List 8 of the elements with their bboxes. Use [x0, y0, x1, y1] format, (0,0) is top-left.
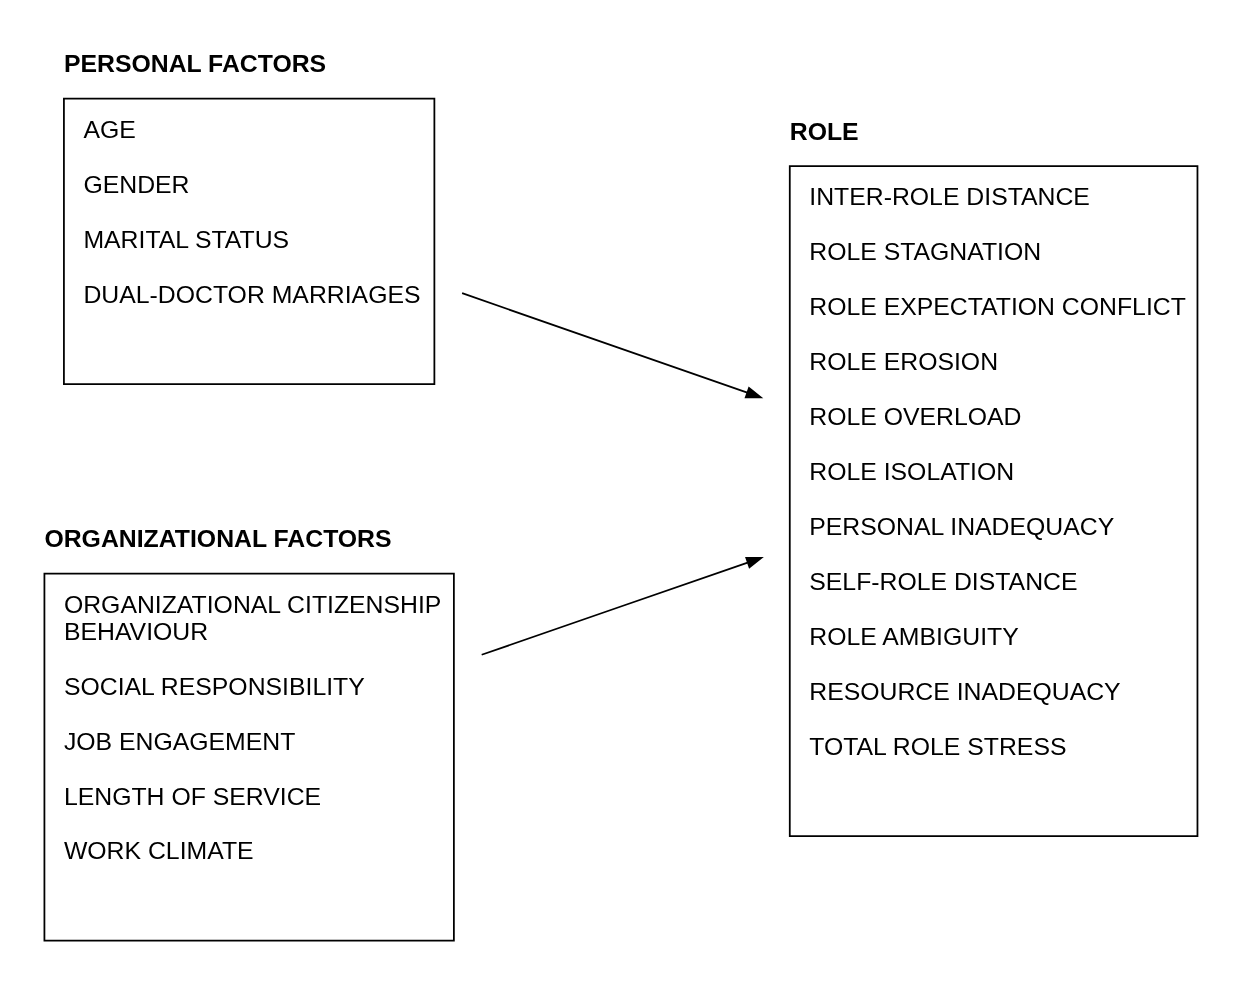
node-box: INTER-ROLE DISTANCE ROLE STAGNATION ROLE EXPECTATION CONFLICT ROLE EROSION ROLE OVERLOAD ROLE ISOLATION PERSONAL INADEQUACY SELF-ROLE DISTANCE ROLE AMBIGUITY RESOURCE INADEQUACY TOTAL ROLE STRESS [788, 165, 1199, 837]
arrow [461, 292, 764, 399]
arrow [480, 556, 764, 656]
node-label: PERSONAL FACTORS [63, 50, 327, 78]
node-label: ORGANIZATIONAL FACTORS [44, 525, 392, 553]
node-label: ROLE [789, 117, 859, 145]
node-box: AGE GENDER MARITAL STATUS DUAL-DOCTOR MARRIAGES [63, 97, 436, 385]
node-box: ORGANIZATIONAL CITIZENSHIP BEHAVIOUR SOCIAL RESPONSIBILITY JOB ENGAGEMENT LENGTH OF SERVICE WORK CLIMATE [43, 572, 455, 942]
